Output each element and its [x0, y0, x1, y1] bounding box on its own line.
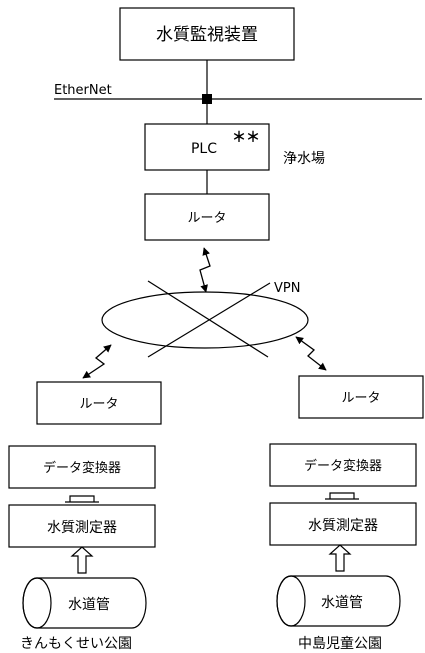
site-right-router — [298, 375, 424, 419]
plc-label: PLC — [191, 141, 217, 157]
site-left-meter — [8, 504, 156, 548]
site-left-router — [36, 381, 162, 425]
site-right-meter — [269, 502, 417, 546]
site-left-router-label: ルータ — [79, 397, 118, 412]
plc-node: PLC ＊＊ — [144, 123, 270, 171]
bus-junction — [202, 94, 212, 104]
wireless-link-right — [295, 336, 327, 371]
site-left-converter — [8, 445, 156, 489]
site-left-park-label: きんもくせい公園 — [20, 636, 132, 652]
site-left-connector-icon — [65, 495, 99, 503]
plant-label: 浄水場 — [283, 151, 325, 167]
site-right-converter — [269, 443, 417, 487]
main-router-label: ルータ — [187, 211, 226, 226]
site-left: ルータ データ変換器 水質測定器 水道管 きんもくせい公園 — [8, 381, 162, 652]
site-right-up-arrow-icon — [328, 544, 352, 572]
monitor-node: 水質監視装置 — [119, 7, 295, 61]
site-left-pipe-label: 水道管 — [68, 597, 110, 613]
main-router-node: ルータ — [144, 193, 270, 241]
site-right-meter-label: 水質測定器 — [308, 518, 378, 534]
ethernet-label: EtherNet — [54, 83, 112, 98]
plc-marker: ＊＊ — [232, 130, 260, 146]
wireless-link-main — [199, 247, 211, 293]
site-right-converter-label: データ変換器 — [304, 458, 382, 474]
site-left-meter-label: 水質測定器 — [47, 520, 117, 536]
monitor-label: 水質監視装置 — [156, 25, 258, 45]
site-right-connector-icon — [325, 492, 359, 500]
site-right-router-label: ルータ — [341, 391, 380, 406]
vpn-label: VPN — [274, 281, 300, 296]
site-right: ルータ データ変換器 水質測定器 水道管 中島児童公園 — [269, 375, 424, 652]
site-right-pipe-label: 水道管 — [321, 595, 363, 611]
site-left-up-arrow-icon — [70, 546, 94, 574]
site-left-converter-label: データ変換器 — [43, 460, 121, 476]
site-right-park-label: 中島児童公園 — [298, 635, 382, 652]
vpn-cloud — [101, 280, 309, 358]
wireless-link-left — [82, 344, 112, 379]
